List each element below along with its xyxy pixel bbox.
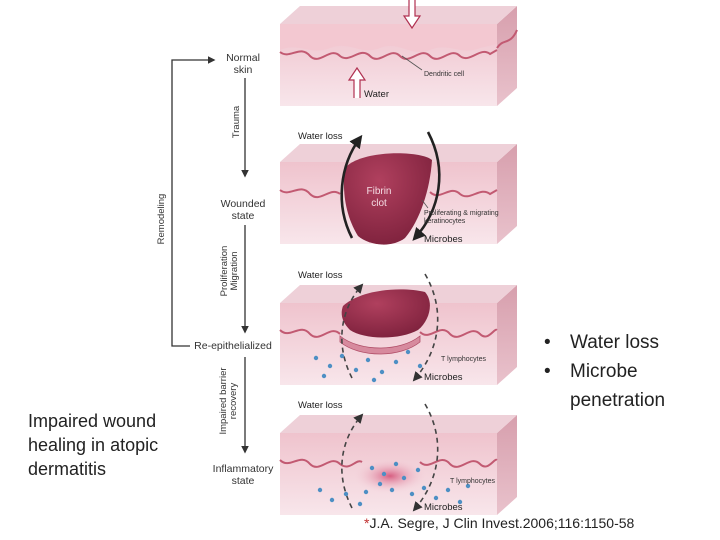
- label-water-loss-3: Water loss: [298, 270, 343, 281]
- panel-1-epidermis: [280, 24, 497, 53]
- panel-4-top: [280, 415, 517, 433]
- label-dendritic-cell: Dendritic cell: [424, 71, 465, 78]
- t-lymphocytes-4: [317, 461, 471, 507]
- panel-normal-skin: [279, 0, 518, 106]
- new-epithelium: [339, 335, 421, 355]
- citation-text: J.A. Segre, J Clin Invest.2006;116:1150-…: [369, 515, 635, 531]
- label-t-lymphocytes-4: T lymphocytes: [450, 478, 495, 485]
- panel-1-top: [280, 6, 517, 24]
- caption: Impaired wound healing in atopic dermati…: [28, 411, 159, 479]
- label-microbes-3: Microbes: [424, 372, 463, 383]
- panel-4-rete-ridges: [279, 458, 498, 468]
- process-trauma: Trauma: [231, 105, 242, 139]
- process-remodeling: Remodeling: [156, 193, 167, 245]
- panel-1-rete-ridges: [279, 49, 498, 60]
- water-loss-arrow-2: [340, 134, 363, 239]
- arrow-remodeling: [171, 56, 216, 347]
- keratinocytes-pointer: [421, 199, 429, 209]
- process-impaired-barrier: Impaired barrier recovery: [218, 367, 239, 435]
- stage-inflammatory: Inflammatory state: [212, 463, 274, 487]
- label-water: Water: [364, 89, 389, 100]
- panel-inflammatory: [279, 403, 517, 515]
- panel-1-side: [497, 6, 517, 106]
- bullet-water-loss: Water loss: [542, 328, 717, 357]
- stage-wounded: Wounded state: [220, 198, 266, 222]
- label-fibrin-clot: Fibrin clot: [366, 186, 392, 209]
- water-loss-arrow-4: [341, 413, 364, 509]
- panel-2-top: [280, 144, 517, 162]
- panel-1-rete-ridges-2: [496, 29, 518, 49]
- citation-mark: *: [364, 515, 370, 531]
- stage-normal-skin: Normal skin: [226, 52, 260, 76]
- panel-3-rete-ridges: [279, 328, 498, 338]
- dendritic-cell-pointer: [401, 55, 423, 71]
- panel-reepithelialized: [279, 273, 517, 385]
- stage-reepithelialized: Re-epithelialized: [194, 340, 272, 352]
- fibrin-clot: [343, 153, 432, 245]
- top-down-arrow: [402, 0, 422, 30]
- bullet-microbe-penetration: Microbe penetration: [542, 357, 717, 415]
- microbes-arrow-2: [412, 131, 441, 241]
- citation: *J.A. Segre, J Clin Invest.2006;116:1150…: [364, 515, 634, 531]
- label-keratinocytes: Proliferating & migrating keratinocytes: [424, 210, 499, 225]
- label-microbes-4: Microbes: [424, 502, 463, 513]
- scab: [341, 289, 430, 338]
- t-lymphocytes-3: [313, 349, 423, 383]
- water-up-arrow: [347, 66, 367, 98]
- flow-arrows: [171, 56, 249, 454]
- process-proliferation-migration: Proliferation Migration: [219, 245, 240, 297]
- inflammation-focus: [352, 458, 428, 494]
- panel-wounded: [279, 131, 517, 245]
- panel-2-rete-ridges: [279, 188, 498, 199]
- bullet-list: Water loss Microbe penetration: [542, 328, 717, 415]
- water-loss-arrow-3: [341, 283, 364, 379]
- label-microbes-2: Microbes: [424, 234, 463, 245]
- microbes-arrow-4: [412, 403, 439, 512]
- panel-3-side: [497, 285, 517, 385]
- label-t-lymphocytes-3: T lymphocytes: [441, 356, 486, 363]
- panel-4-side: [497, 415, 517, 515]
- label-water-loss-4: Water loss: [298, 400, 343, 411]
- microbes-arrow-3: [412, 273, 439, 382]
- panel-2-side: [497, 144, 517, 244]
- label-water-loss-2: Water loss: [298, 131, 343, 142]
